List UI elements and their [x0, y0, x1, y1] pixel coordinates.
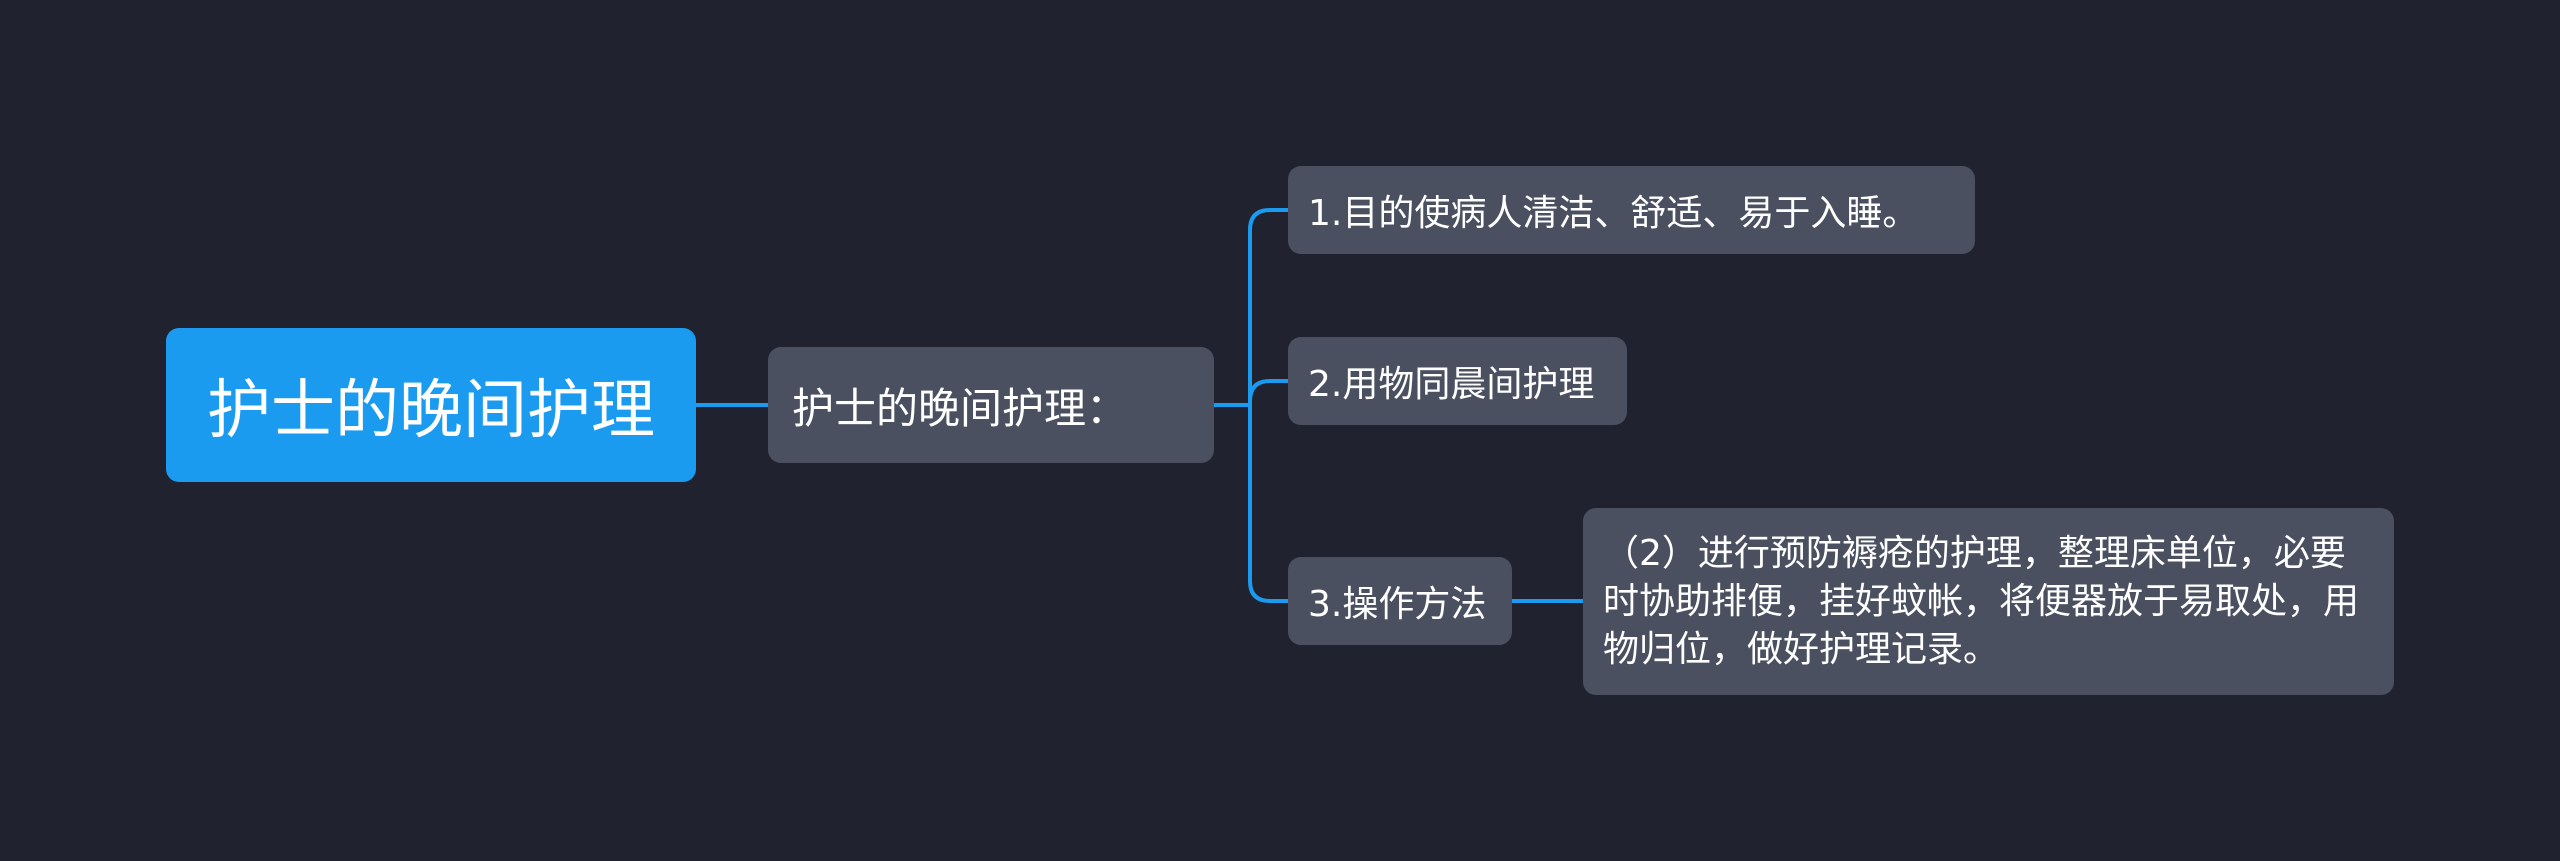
- branch-node-label: 3.操作方法: [1308, 584, 1487, 625]
- detail-node-text: （2）进行预防褥疮的护理，整理床单位，必要时协助排便，挂好蚊帐，将便器放于易取处…: [1603, 532, 2360, 670]
- branch-node-label: 2.用物同晨间护理: [1308, 364, 1595, 405]
- branch-node-label: 1.目的使病人清洁、舒适、易于入睡。: [1308, 193, 1919, 234]
- connector-level1-to-branch-3: [1248, 405, 1288, 603]
- branch-node-method[interactable]: 3.操作方法: [1288, 557, 1512, 645]
- branch-node-purpose[interactable]: 1.目的使病人清洁、舒适、易于入睡。: [1288, 166, 1975, 254]
- level1-node[interactable]: 护士的晚间护理：: [768, 347, 1214, 463]
- detail-node-method[interactable]: （2）进行预防褥疮的护理，整理床单位，必要时协助排便，挂好蚊帐，将便器放于易取处…: [1583, 508, 2394, 695]
- connector-level1-to-branch-2: [1248, 379, 1288, 405]
- root-node-label: 护士的晚间护理: [207, 374, 655, 448]
- level1-node-label: 护士的晚间护理：: [792, 383, 1129, 433]
- root-node[interactable]: 护士的晚间护理: [166, 328, 696, 482]
- connector-level1-to-branch-1: [1214, 208, 1288, 407]
- branch-node-supplies[interactable]: 2.用物同晨间护理: [1288, 337, 1627, 425]
